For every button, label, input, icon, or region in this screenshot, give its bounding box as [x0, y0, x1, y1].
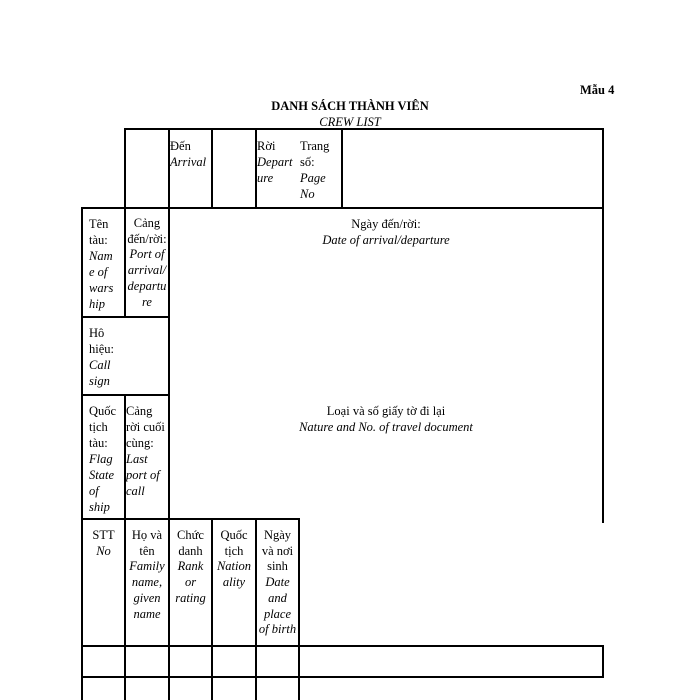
rule [298, 518, 300, 700]
rule [81, 645, 604, 647]
last-port-label: Cảng rời cuối cùng: Last port of call [126, 404, 165, 498]
rule [81, 207, 604, 209]
column-name: Họ và tên Family name, given name [129, 528, 165, 621]
rule [602, 645, 604, 678]
rule [255, 128, 257, 209]
rule [602, 128, 604, 523]
column-no: STT No [92, 528, 115, 558]
rule [255, 518, 257, 700]
rule [81, 676, 604, 678]
rule [211, 518, 213, 700]
rule [211, 128, 213, 209]
rule [81, 316, 170, 318]
ship-name-label: Tên tàu: Nam e of wars hip [89, 217, 114, 311]
rule [81, 207, 83, 700]
rule [124, 128, 126, 209]
rule [168, 128, 170, 209]
column-nationality: Quốc tịch Nation ality [216, 528, 252, 590]
departure-label: Rời Depart ure [257, 139, 293, 185]
rule [341, 128, 343, 209]
column-birth: Ngày và nơi sinh Date and place of birth [258, 528, 297, 637]
rule [124, 207, 126, 317]
rule [168, 207, 170, 520]
title-vietnamese: DANH SÁCH THÀNH VIÊN [271, 99, 429, 113]
date-label: Ngày đến/rời: Date of arrival/departure [322, 217, 450, 247]
form-code: Mẫu 4 [580, 83, 615, 97]
call-sign-label: Hô hiệu: Call sign [89, 326, 114, 388]
page-number-label: Trang số: Page No [300, 139, 330, 201]
title-english: CREW LIST [319, 115, 381, 129]
arrival-label: Đến Arrival [170, 139, 207, 169]
flag-state-label: Quốc tịch tàu: Flag State of ship [89, 404, 117, 514]
travel-document-label: Loại và số giấy tờ đi lại Nature and No.… [299, 404, 473, 434]
port-label: Cảng đến/rời: Port of arrival/ departu r… [127, 216, 167, 309]
rule [168, 518, 170, 700]
rule [81, 518, 300, 520]
column-rank: Chức danh Rank or rating [175, 528, 206, 605]
rule [124, 128, 604, 130]
rule [124, 394, 126, 700]
